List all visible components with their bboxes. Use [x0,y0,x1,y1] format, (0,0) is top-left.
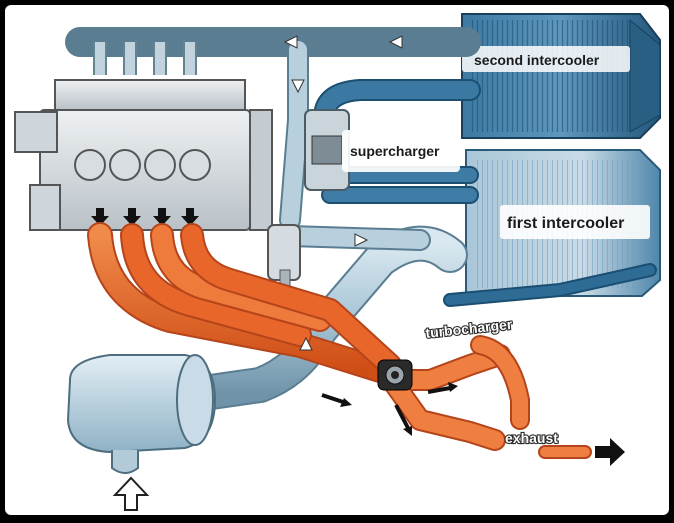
label-supercharger: supercharger [350,143,440,159]
air-filter [66,354,217,474]
second-intercooler [461,13,661,139]
label-second-intercooler: second intercooler [474,52,600,68]
first-intercooler [465,149,661,297]
label-exhaust: exhaust [505,430,558,446]
flow-arrows [112,35,625,511]
exhaust-out-arrow-icon [595,438,625,466]
engine [14,42,273,231]
pipe-arrow-icon [283,35,298,49]
bypass-valve [267,224,301,289]
supercharger [304,109,460,191]
pipe-arrow-icon [291,79,305,94]
exhaust-port-arrows [91,208,199,226]
label-first-intercooler: first intercooler [507,215,624,232]
pipe-arrow-icon [299,336,313,351]
pipe-arrow-icon [354,233,369,247]
air-inlet-arrow-icon [112,476,150,511]
turbocharger [377,359,413,391]
pipe-arrow-icon [388,35,403,49]
